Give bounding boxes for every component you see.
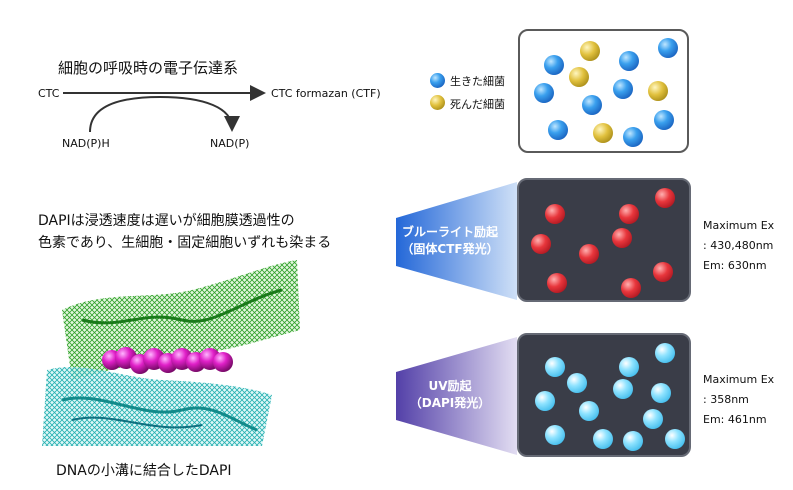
blue-light-beam: [396, 182, 517, 300]
cofactor-arrow: [89, 95, 240, 133]
blue-spec-line1: Maximum Ex: [703, 219, 775, 232]
blue-excitation-line2: （固体CTF発光）: [401, 242, 499, 256]
dapi-molecule: [102, 347, 233, 374]
uv-excitation-spec: Maximum Ex : 358nm Em: 461nm: [703, 370, 774, 430]
bacteria-legend-panel: [518, 29, 689, 153]
blue-excitation-sample-panel: [517, 178, 691, 302]
uv-spec-line1: Maximum Ex: [703, 373, 775, 386]
blue-excitation-spec: Maximum Ex : 430,480nm Em: 630nm: [703, 216, 774, 276]
blue-spec-line3: Em: 630nm: [703, 259, 767, 272]
blue-excitation-line1: ブルーライト励起: [401, 225, 498, 239]
dapi-description-line1: DAPIは浸透速度は遅いが細胞膜透過性の: [38, 213, 295, 229]
blue-excitation-label: ブルーライト励起 （固体CTF発光）: [398, 224, 502, 258]
uv-excitation-sample-panel: [517, 333, 691, 457]
live-bacteria-label: 生きた細菌: [450, 75, 505, 88]
respiration-title: 細胞の呼吸時の電子伝達系: [58, 59, 239, 77]
uv-excitation-line2: （DAPI発光）: [409, 396, 491, 410]
nadph-label: NAD(P)H: [62, 137, 110, 150]
dna-dapi-structure-image: [42, 260, 300, 446]
uv-excitation-line1: UV励起: [428, 379, 472, 393]
nadp-label: NAD(P): [210, 137, 250, 150]
uv-spec-line2: : 358nm: [703, 393, 749, 406]
dapi-description-line2: 色素であり、生細胞・固定細胞いずれも染まる: [38, 235, 332, 251]
dapi-description: DAPIは浸透速度は遅いが細胞膜透過性の 色素であり、生細胞・固定細胞いずれも染…: [38, 210, 331, 254]
uv-spec-line3: Em: 461nm: [703, 413, 767, 426]
uv-excitation-label: UV励起 （DAPI発光）: [398, 378, 502, 412]
ctc-label: CTC: [38, 87, 60, 100]
live-bacteria-swatch: [430, 73, 445, 88]
dead-bacteria-label: 死んだ細菌: [450, 98, 505, 111]
uv-light-beam: [396, 337, 517, 455]
dead-bacteria-swatch: [430, 95, 445, 110]
dna-image-caption: DNAの小溝に結合したDAPI: [56, 463, 232, 479]
ctf-label: CTC formazan (CTF): [271, 87, 381, 100]
blue-spec-line2: : 430,480nm: [703, 239, 774, 252]
